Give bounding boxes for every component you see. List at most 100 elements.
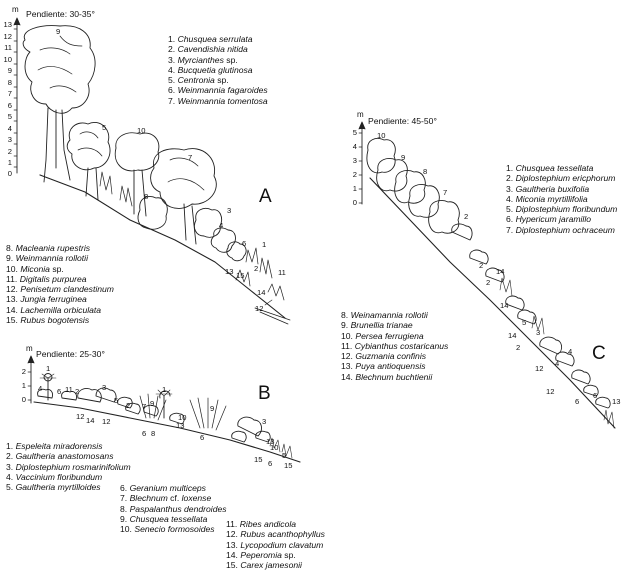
panel-a-legend-1: 1. Chusquea serrulata 2. Cavendishia nit… [168, 34, 268, 106]
tick-label: 10 [3, 55, 12, 64]
legend-item: 9. Weinmannia rollotii [6, 253, 89, 264]
tick-label: 2 [7, 147, 12, 156]
panel-c-letter: C [592, 343, 606, 364]
plant-label: 12 [102, 417, 111, 426]
plant-label: 11 [65, 385, 73, 394]
tick-label: 0 [7, 169, 12, 178]
tick-label: 0 [352, 198, 357, 207]
plant-label: 14 [500, 301, 509, 310]
plant-label: 5 [522, 318, 527, 327]
plant-label: 8 [151, 429, 156, 438]
plant-label: 10 [270, 443, 279, 452]
plant-label: 13 [176, 421, 185, 430]
plant-label: 2 [464, 212, 469, 221]
legend-item: 4. Vaccinium floribundum [6, 471, 103, 482]
plant-label: 13 [266, 437, 275, 446]
plant-label: 6 [575, 397, 580, 406]
panel-c-legend-2: 8. Weinamannia rollotii 9. Brunellia tri… [341, 310, 448, 382]
legend-item: 13. Jungia ferruginea [6, 294, 87, 305]
tick-label: 8 [7, 78, 12, 87]
tick-label: 12 [3, 32, 12, 41]
plant-label: 6 [242, 239, 247, 248]
plant-label: 13 [225, 267, 234, 276]
plant-label: 2 [479, 261, 484, 270]
panel-b-letter: B [258, 383, 271, 404]
plant-label: 12 [255, 304, 264, 313]
legend-item: 6. Weinmannia fagaroides [168, 85, 268, 96]
tick-label: 6 [7, 101, 12, 110]
legend-item: 3. Myrcianthes sp. [168, 54, 238, 65]
plant-label: 14 [496, 267, 505, 276]
legend-item: 15. Rubus bogotensis [6, 315, 90, 326]
plant-label: 15 [284, 461, 293, 470]
panel-a-unit: m [12, 5, 19, 14]
plant-label: 3 [102, 383, 107, 392]
legend-item: 6. Hypericum jaramillo [506, 214, 592, 225]
legend-item: 12. Rubus acanthophyllus [226, 529, 325, 540]
plant-label: 1 [46, 364, 51, 373]
plant-label: 12 [535, 364, 544, 373]
legend-item: 2. Cavendishia nitida [168, 44, 248, 55]
plant-label: 15 [236, 271, 245, 280]
plant-label: 6 [593, 391, 598, 400]
plant-label: 5 [114, 396, 119, 405]
legend-item: 5. Gaultheria myrtilloides [6, 482, 101, 493]
plant-label: 2 [75, 387, 80, 396]
legend-item: 15. Carex jamesonii [226, 560, 302, 570]
plant-label: 9 [401, 153, 406, 162]
plant-label: 4 [219, 221, 224, 230]
tick-label: 1 [21, 381, 26, 390]
tick-label: 11 [4, 43, 12, 52]
plant-label: 14 [257, 288, 266, 297]
plant-label: 1 [162, 385, 167, 394]
panel-b-unit: m [26, 344, 33, 353]
panel-a-profile [22, 25, 291, 325]
tick-label: 4 [352, 142, 357, 151]
panel-a-legend-2: 8. Macleania rupestris 9. Weinmannia rol… [6, 243, 114, 325]
plant-label: 6 [200, 433, 205, 442]
tick-label: 5 [7, 112, 12, 121]
legend-item: 5. Diplostephium floribundum [506, 204, 618, 215]
legend-item: 10. Miconia sp. [6, 263, 64, 274]
tick-label: 1 [7, 158, 12, 167]
panel-b-profile [33, 373, 301, 463]
plant-label: 4 [568, 347, 573, 356]
plant-label: 2 [486, 278, 491, 287]
legend-item: 8. Weinamannia rollotii [341, 310, 428, 320]
legend-item: 7. Weinmannia tomentosa [168, 95, 268, 106]
plant-label: 4 [38, 384, 43, 393]
legend-item: 9. Brunellia trianae [341, 320, 413, 331]
legend-item: 4. Bucquetia glutinosa [168, 64, 253, 75]
plant-label: 11 [278, 268, 286, 277]
legend-item: 5. Centronia sp. [168, 75, 229, 86]
panel-a-letter: A [259, 186, 272, 207]
plant-label: 10 [137, 126, 146, 135]
plant-label: 10 [178, 413, 187, 422]
plant-label: 3 [227, 206, 232, 215]
tick-label: 5 [352, 128, 357, 137]
legend-item: 13. Lycopodium clavatum [226, 539, 324, 550]
plant-label: 9 [150, 399, 155, 408]
legend-item: 12. Penisetum clandestinum [6, 284, 114, 295]
legend-item: 11. Digitalis purpurea [6, 273, 87, 284]
plant-label: 1 [262, 240, 267, 249]
plant-label: 4 [555, 359, 560, 368]
legend-item: 1. Espeleita miradorensis [6, 441, 103, 451]
tick-label: 0 [21, 395, 26, 404]
legend-item: 13. Puya antioquensis [341, 361, 426, 372]
plant-label: 2 [516, 343, 521, 352]
tick-label: 1 [352, 184, 357, 193]
legend-item: 4. Miconia myrtillifolia [506, 193, 588, 204]
plant-label: 2 [254, 264, 259, 273]
legend-item: 10. Senecio formosoides [120, 524, 215, 535]
plant-label: 12 [546, 387, 555, 396]
legend-item: 9. Chusquea tessellata [120, 513, 208, 524]
plant-label: 9 [56, 27, 61, 36]
plant-label: 6 [268, 459, 273, 468]
tick-label: 3 [7, 135, 12, 144]
plant-label: 3 [262, 417, 267, 426]
legend-item: 2. Gaultheria anastomosans [6, 451, 114, 462]
plant-label: 8 [144, 192, 149, 201]
plant-label: 7 [188, 153, 193, 162]
